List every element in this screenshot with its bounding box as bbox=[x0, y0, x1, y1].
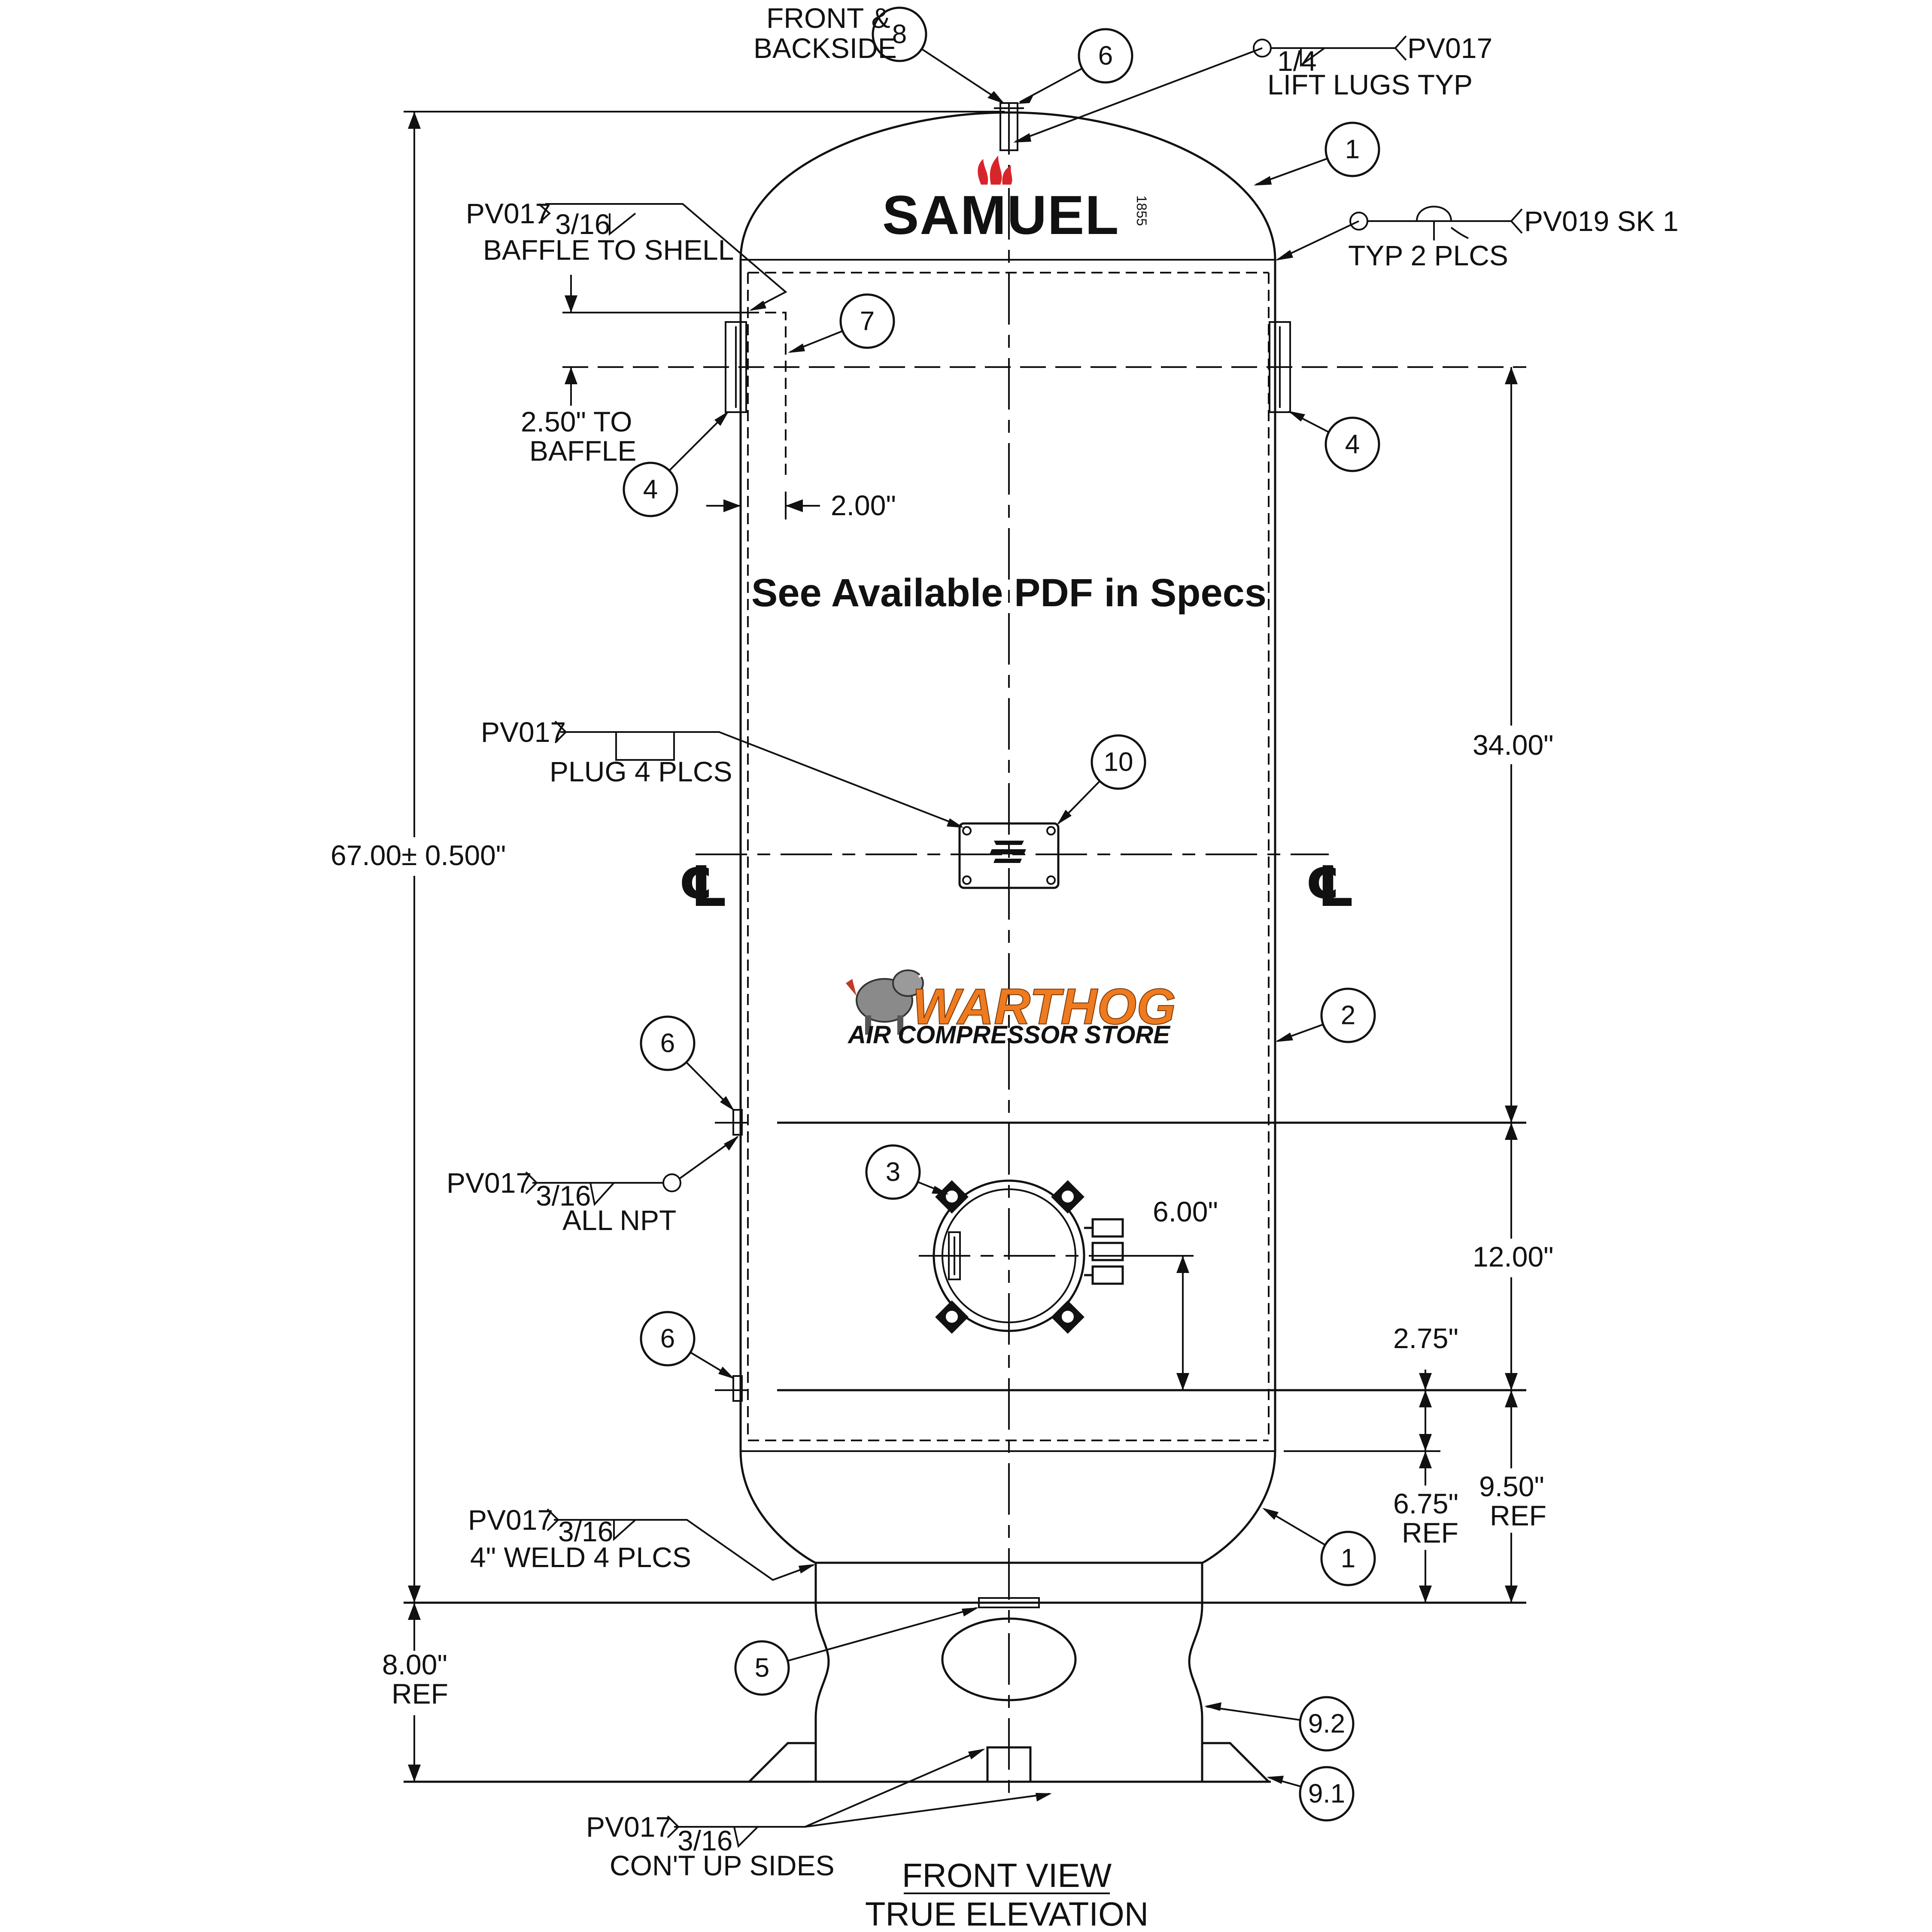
typ-ref: PV019 SK 1 bbox=[1524, 205, 1679, 237]
samuel-year: 1855 bbox=[1134, 195, 1149, 226]
note-front-backside-2: BACKSIDE bbox=[753, 32, 897, 64]
npt-ref: PV017 bbox=[447, 1167, 532, 1199]
plug-ref: PV017 bbox=[481, 716, 566, 748]
dim-675-line1: 6.75" bbox=[1393, 1488, 1458, 1519]
baffle bbox=[748, 312, 787, 481]
dim-34: 34.00" bbox=[1473, 729, 1554, 761]
callout-9-2: 9.2 bbox=[1308, 1709, 1345, 1739]
notice-text: See Available PDF in Specs bbox=[751, 571, 1267, 615]
samuel-logo: SAMUEL 1855 bbox=[882, 155, 1149, 246]
weld-ref: PV017 bbox=[468, 1504, 553, 1536]
dim-baffle-line1: 2.50" TO bbox=[521, 406, 632, 437]
dim-baffle-line2: BAFFLE bbox=[529, 435, 636, 467]
dim-950-line2: REF bbox=[1490, 1500, 1546, 1531]
dim-950-line1: 9.50" bbox=[1479, 1470, 1544, 1502]
cont-text: CON'T UP SIDES bbox=[610, 1850, 835, 1881]
support-skirt bbox=[748, 1563, 1270, 1783]
npt-text: ALL NPT bbox=[562, 1204, 676, 1236]
plug-text: PLUG 4 PLCS bbox=[550, 756, 732, 787]
dim-12: 12.00" bbox=[1473, 1241, 1554, 1273]
callout-2: 2 bbox=[1341, 1001, 1355, 1030]
flame-icon bbox=[978, 155, 1012, 185]
callout-7: 7 bbox=[860, 307, 875, 336]
callout-6-top: 6 bbox=[1098, 41, 1113, 71]
dim-6: 6.00" bbox=[1153, 1196, 1218, 1227]
lift-lug-text: LIFT LUGS TYP bbox=[1267, 69, 1473, 100]
manway-clamp-icon bbox=[935, 1180, 1084, 1334]
npt-size: 3/16 bbox=[536, 1180, 591, 1212]
callout-5: 5 bbox=[755, 1653, 769, 1683]
centerline-symbol-right: ℄ bbox=[1305, 855, 1355, 918]
side-coupling-low bbox=[732, 1375, 743, 1402]
callout-6-mid: 6 bbox=[660, 1029, 675, 1058]
weld-text: 4" WELD 4 PLCS bbox=[470, 1541, 691, 1573]
cont-size: 3/16 bbox=[677, 1825, 732, 1856]
callout-6-low: 6 bbox=[660, 1324, 675, 1354]
centerline-symbol-left: ℄ bbox=[678, 855, 728, 918]
view-title-line1: FRONT VIEW bbox=[902, 1856, 1112, 1894]
callout-4-left: 4 bbox=[643, 475, 658, 504]
warthog-mascot-icon bbox=[846, 969, 928, 1035]
typ-text: TYP 2 PLCS bbox=[1348, 240, 1508, 271]
warthog-subtitle: AIR COMPRESSOR STORE bbox=[847, 1021, 1171, 1049]
top-lift-lug bbox=[994, 102, 1024, 151]
callout-1-top: 1 bbox=[1345, 135, 1360, 164]
warthog-logo: WARTHOG AIR COMPRESSOR STORE bbox=[846, 969, 1176, 1049]
callout-1-bottom: 1 bbox=[1341, 1544, 1355, 1574]
dim-8-line2: REF bbox=[392, 1678, 448, 1710]
lift-lug-size: 1/4 bbox=[1277, 45, 1317, 77]
samuel-wordmark: SAMUEL bbox=[882, 185, 1119, 246]
baffle-size: 3/16 bbox=[555, 208, 610, 240]
view-title-line2: TRUE ELEVATION bbox=[865, 1895, 1148, 1932]
manway-hinge-icon bbox=[1084, 1218, 1124, 1285]
dim-overall: 67.00± 0.500" bbox=[331, 839, 506, 871]
nameplate-logo-icon bbox=[990, 841, 1026, 863]
tank-body bbox=[739, 111, 1276, 1564]
dim-8-line1: 8.00" bbox=[382, 1649, 447, 1680]
baffle-ref: PV017 bbox=[466, 197, 551, 229]
dim-baffle-gap: 2.00" bbox=[831, 489, 896, 521]
cont-ref: PV017 bbox=[586, 1811, 671, 1843]
note-front-backside-1: FRONT & bbox=[766, 2, 890, 34]
callout-8: 8 bbox=[892, 20, 907, 49]
weld-size: 3/16 bbox=[558, 1516, 613, 1547]
callout-10: 10 bbox=[1104, 747, 1133, 777]
lift-lug-ref: PV017 bbox=[1407, 32, 1492, 64]
baffle-text: BAFFLE TO SHELL bbox=[483, 234, 734, 266]
callout-4-right: 4 bbox=[1345, 430, 1360, 459]
dim-675-line2: REF bbox=[1402, 1517, 1458, 1549]
warthog-wordmark: WARTHOG bbox=[912, 978, 1176, 1035]
callout-3: 3 bbox=[886, 1157, 900, 1187]
manway bbox=[919, 1179, 1194, 1334]
dim-275: 2.75" bbox=[1393, 1322, 1458, 1354]
nameplate bbox=[958, 822, 1060, 889]
callout-9-1: 9.1 bbox=[1308, 1779, 1345, 1809]
